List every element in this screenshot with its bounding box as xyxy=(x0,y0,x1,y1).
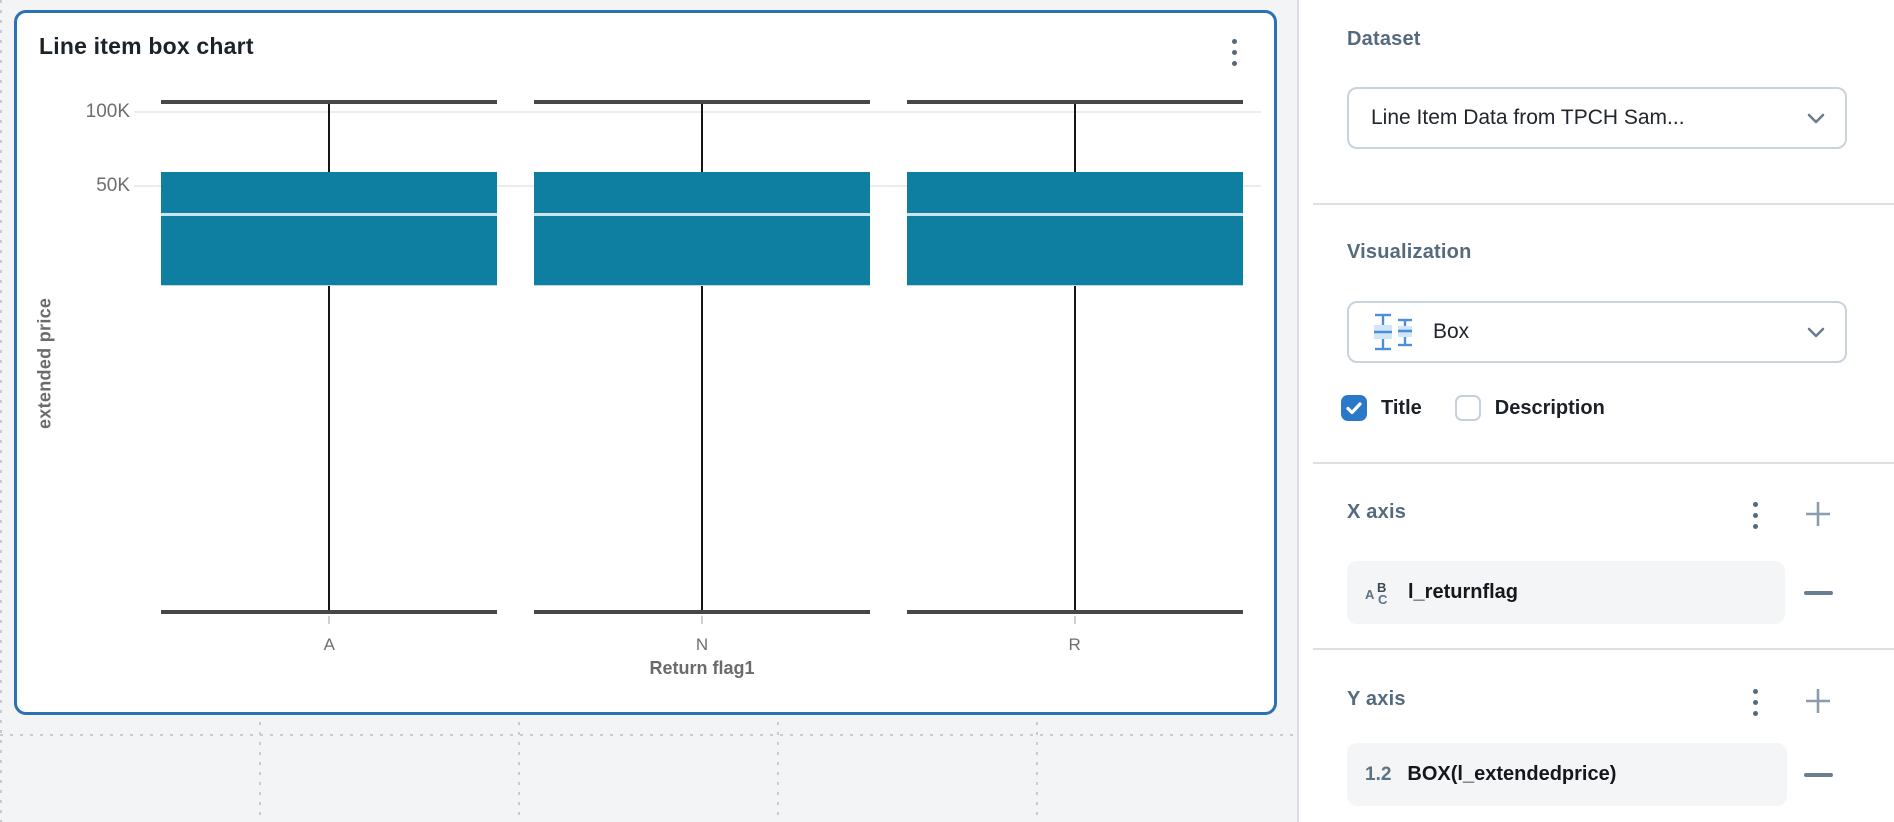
whisker-cap-high xyxy=(906,99,1243,104)
x-axis-heading: X axis xyxy=(1347,501,1407,523)
y-axis-field-name: BOX(l_extendedprice) xyxy=(1407,763,1617,785)
box[interactable] xyxy=(534,171,870,286)
y-gridline xyxy=(134,111,1261,113)
box-plot-area: extended price Return flag1 50K 100K A N R xyxy=(17,13,1274,712)
visualization-dropdown[interactable]: Box xyxy=(1347,301,1847,363)
grid-dotted-line xyxy=(0,0,2,822)
x-axis-add-field-icon[interactable] xyxy=(1803,499,1833,529)
x-axis-remove-field-icon[interactable] xyxy=(1804,591,1833,595)
grid-dotted-line xyxy=(518,722,520,822)
chevron-down-icon xyxy=(1807,113,1825,123)
x-tick xyxy=(701,615,703,624)
x-tick-label: A xyxy=(323,635,335,654)
chevron-down-icon xyxy=(1807,327,1825,337)
box[interactable] xyxy=(161,171,498,286)
grid-dotted-line xyxy=(259,722,261,822)
x-tick-label: N xyxy=(695,635,709,654)
box[interactable] xyxy=(906,171,1243,286)
y-axis-heading: Y axis xyxy=(1347,688,1406,710)
whisker-cap-low xyxy=(161,609,498,614)
whisker-cap-high xyxy=(161,99,498,104)
grid-dotted-line xyxy=(1036,722,1038,822)
description-checkbox-label: Description xyxy=(1494,396,1605,419)
section-divider xyxy=(1313,203,1894,205)
x-axis-field-name: l_returnflag xyxy=(1408,581,1519,603)
x-axis-field-chip[interactable]: A B C l_returnflag xyxy=(1347,561,1785,624)
card-kebab-menu-icon[interactable] xyxy=(1222,39,1246,66)
y-axis-add-field-icon[interactable] xyxy=(1803,686,1833,716)
whisker-line xyxy=(701,101,703,612)
text-type-icon: A B C xyxy=(1365,579,1388,607)
number-type-icon: 1.2 xyxy=(1365,763,1392,785)
title-checkbox[interactable] xyxy=(1341,395,1367,421)
visualization-heading: Visualization xyxy=(1347,241,1472,263)
y-axis-field-chip[interactable]: 1.2 BOX(l_extendedprice) xyxy=(1347,743,1787,806)
checkmark-icon xyxy=(1346,401,1362,414)
median-line xyxy=(161,213,498,217)
grid-dotted-line xyxy=(0,734,1297,736)
y-tick-label: 50K xyxy=(96,174,130,196)
y-axis-kebab-menu-icon[interactable] xyxy=(1743,689,1767,716)
x-axis-title: Return flag1 xyxy=(649,658,755,678)
section-divider xyxy=(1313,462,1894,464)
whisker-cap-high xyxy=(534,99,870,104)
whisker-line xyxy=(1073,101,1076,612)
y-tick-label: 100K xyxy=(85,101,130,122)
y-axis-title: extended price xyxy=(34,297,55,429)
title-description-row: Title Description xyxy=(1341,395,1605,421)
section-divider xyxy=(1313,648,1894,650)
dataset-heading: Dataset xyxy=(1347,28,1421,50)
box-chart-icon xyxy=(1374,313,1412,351)
x-tick xyxy=(1073,615,1076,624)
dashboard-canvas: Line item box chart extended price Retur… xyxy=(0,0,1297,822)
grid-dotted-line xyxy=(777,722,779,822)
settings-panel: Dataset Line Item Data from TPCH Sam... … xyxy=(1297,0,1894,822)
whisker-line xyxy=(328,101,331,612)
title-checkbox-label: Title xyxy=(1381,396,1422,419)
median-line xyxy=(906,213,1243,217)
chart-title: Line item box chart xyxy=(39,33,254,59)
chart-card[interactable]: Line item box chart extended price Retur… xyxy=(14,10,1277,715)
visualization-selected-value: Box xyxy=(1433,320,1470,343)
x-tick-label: R xyxy=(1068,635,1081,654)
whisker-cap-low xyxy=(906,609,1243,614)
dataset-selected-value: Line Item Data from TPCH Sam... xyxy=(1371,106,1685,129)
y-axis-remove-field-icon[interactable] xyxy=(1804,773,1833,777)
whisker-cap-low xyxy=(534,609,870,614)
dataset-dropdown[interactable]: Line Item Data from TPCH Sam... xyxy=(1347,87,1847,149)
description-checkbox[interactable] xyxy=(1454,395,1481,421)
median-line xyxy=(534,213,870,217)
x-tick xyxy=(328,615,331,624)
x-axis-kebab-menu-icon[interactable] xyxy=(1743,502,1767,529)
